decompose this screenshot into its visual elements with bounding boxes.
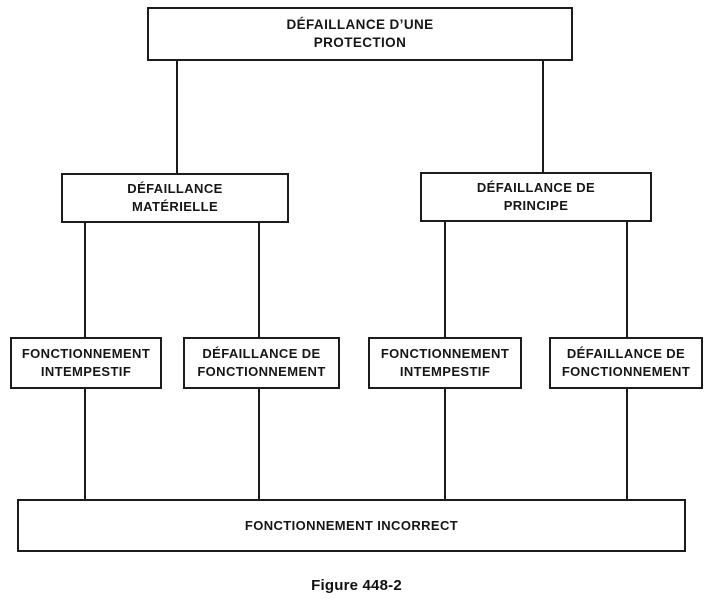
connector-root-to-materielle [176, 61, 178, 173]
node-label-line: PRINCIPE [503, 198, 569, 213]
node-defaillance-materielle: DÉFAILLANCE MATÉRIELLE [61, 173, 289, 223]
node-label-line: DÉFAILLANCE DE [566, 346, 686, 361]
connector-principe-to-defaillance [626, 222, 628, 337]
node-defaillance-de-fonctionnement-materielle: DÉFAILLANCE DE FONCTIONNEMENT [183, 337, 340, 389]
node-label-line: DÉFAILLANCE [127, 181, 223, 196]
node-label-line: FONCTIONNEMENT [380, 346, 510, 361]
node-label-line: FONCTIONNEMENT INCORRECT [244, 517, 459, 533]
connector-materielle-to-defaillance [258, 223, 260, 337]
node-defaillance-de-principe: DÉFAILLANCE DE PRINCIPE [420, 172, 652, 222]
node-label-line: PROTECTION [313, 35, 407, 50]
node-label-line: DÉFAILLANCE DE [202, 346, 321, 361]
node-fonctionnement-incorrect: FONCTIONNEMENT INCORRECT [17, 499, 686, 552]
node-label-line: INTEMPESTIF [399, 364, 491, 379]
node-label-line: INTEMPESTIF [40, 364, 132, 379]
connector-defaillance1-to-incorrect [258, 389, 260, 499]
node-label-line: FONCTIONNEMENT [561, 364, 691, 379]
node-label-line: MATÉRIELLE [131, 199, 219, 214]
connector-defaillance2-to-incorrect [626, 389, 628, 499]
node-label-line: FONCTIONNEMENT [21, 346, 151, 361]
connector-intempestif1-to-incorrect [84, 389, 86, 499]
connector-root-to-principe [542, 61, 544, 172]
node-label-line: DÉFAILLANCE D’UNE [286, 17, 434, 32]
connector-materielle-to-intempestif [84, 223, 86, 337]
connector-intempestif2-to-incorrect [444, 389, 446, 499]
node-fonctionnement-intempestif-principe: FONCTIONNEMENT INTEMPESTIF [368, 337, 522, 389]
node-defaillance-de-fonctionnement-principe: DÉFAILLANCE DE FONCTIONNEMENT [549, 337, 703, 389]
node-defaillance-dune-protection: DÉFAILLANCE D’UNE PROTECTION [147, 7, 573, 61]
connector-principe-to-intempestif [444, 222, 446, 337]
figure-caption: Figure 448-2 [311, 577, 402, 594]
node-fonctionnement-intempestif-materielle: FONCTIONNEMENT INTEMPESTIF [10, 337, 162, 389]
node-label-line: DÉFAILLANCE DE [476, 180, 596, 195]
node-label-line: FONCTIONNEMENT [197, 364, 326, 379]
